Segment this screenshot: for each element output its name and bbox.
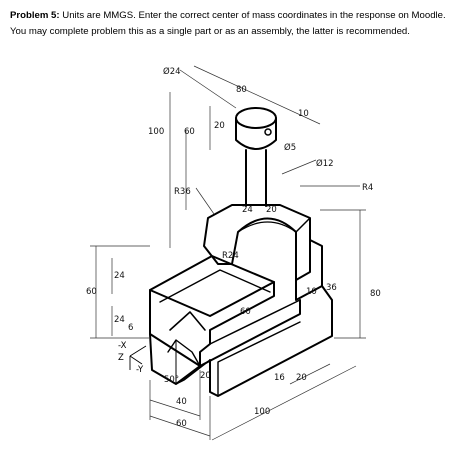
dimension-lines: [90, 65, 366, 441]
dim-40: 40: [176, 397, 187, 407]
problem-line-2: You may complete problem this as a singl…: [10, 26, 410, 37]
dim-80-right: 80: [370, 289, 381, 299]
dim-10-right: 10: [306, 287, 317, 297]
dim-20-right: 20: [296, 373, 307, 383]
dim-60-mid: 60: [240, 307, 251, 317]
dim-100-bottom: 100: [254, 407, 270, 417]
dim-24-a: 24: [114, 271, 125, 281]
dim-6: 6: [128, 323, 133, 333]
dim-60-bottom: 60: [176, 419, 187, 429]
dim-10-top: 10: [298, 109, 309, 119]
axis-x-label: -X: [118, 341, 127, 351]
dim-60-left: 60: [86, 287, 97, 297]
axis-z-label: Z: [118, 353, 124, 363]
axis-triad: -X Z -Y: [118, 341, 147, 375]
dim-24-b: 24: [114, 315, 125, 325]
dimension-labels: Ø24 80 100 60 20 10 Ø5 Ø12 R36 R4 24 20 …: [86, 66, 381, 429]
dim-36: 36: [326, 283, 337, 293]
dim-20-arch: 20: [266, 205, 277, 215]
problem-label: Problem 5:: [10, 10, 60, 21]
dim-20-bottom: 20: [200, 371, 211, 381]
dim-80-top: 80: [236, 85, 247, 95]
dim-r36: R36: [174, 187, 191, 197]
axis-y-label: -Y: [136, 365, 144, 375]
problem-statement: Problem 5: Units are MMGS. Enter the cor…: [10, 8, 470, 40]
part-outline: [149, 107, 333, 397]
dim-24-arch: 24: [242, 205, 253, 215]
dim-r4: R4: [362, 183, 373, 193]
dim-phi5: Ø5: [284, 142, 296, 153]
dim-r24: R24: [222, 251, 239, 261]
problem-line-1: Problem 5: Units are MMGS. Enter the cor…: [10, 8, 470, 24]
dim-50deg: 50°: [164, 375, 179, 385]
problem-text-1: Units are MMGS. Enter the correct center…: [62, 10, 446, 21]
dim-phi12: Ø12: [316, 158, 334, 169]
dim-100-left: 100: [148, 127, 164, 137]
dim-phi24: Ø24: [163, 66, 181, 77]
dim-60-shaft: 60: [184, 127, 195, 137]
dim-16: 16: [274, 373, 285, 383]
dim-20-top: 20: [214, 121, 225, 131]
